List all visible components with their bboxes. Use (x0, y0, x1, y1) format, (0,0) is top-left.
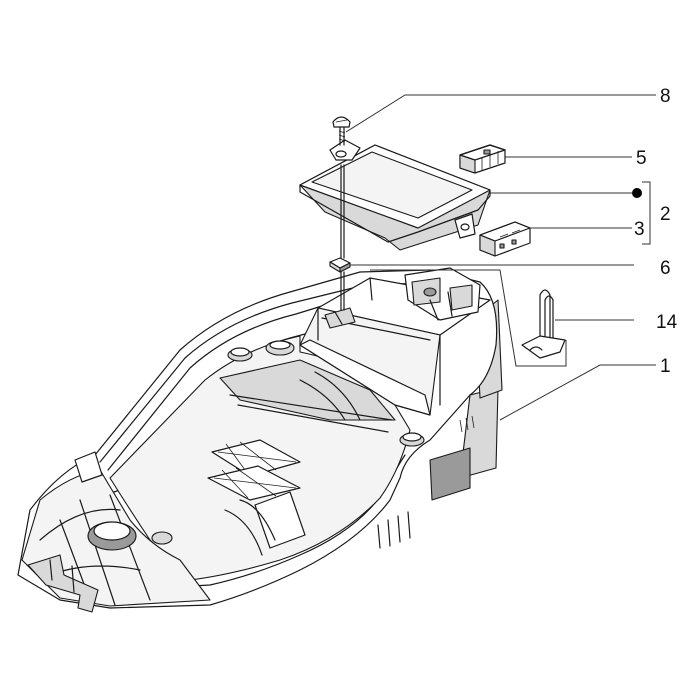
part-2-battery-cover (299, 139, 491, 251)
callout-6: 6 (660, 258, 671, 279)
callout-8: 8 (660, 86, 671, 107)
leader-lines (345, 94, 656, 421)
callout-1: 1 (660, 356, 671, 377)
part-1-body-tray (17, 267, 503, 613)
part-8-screw (332, 116, 351, 259)
part-3-rubber-block (479, 221, 531, 257)
callout-2: 2 (660, 204, 671, 225)
rear-mount-block (404, 267, 481, 321)
floor-label-box (207, 439, 301, 501)
part-5-rubber-block (459, 144, 506, 174)
callout-14: 14 (656, 312, 678, 333)
callout-3: 3 (634, 219, 645, 240)
part-14-hook (521, 289, 566, 359)
filled-dot-marker (632, 188, 642, 198)
part-6-clip-nut (329, 257, 351, 311)
callout-5: 5 (636, 148, 647, 169)
